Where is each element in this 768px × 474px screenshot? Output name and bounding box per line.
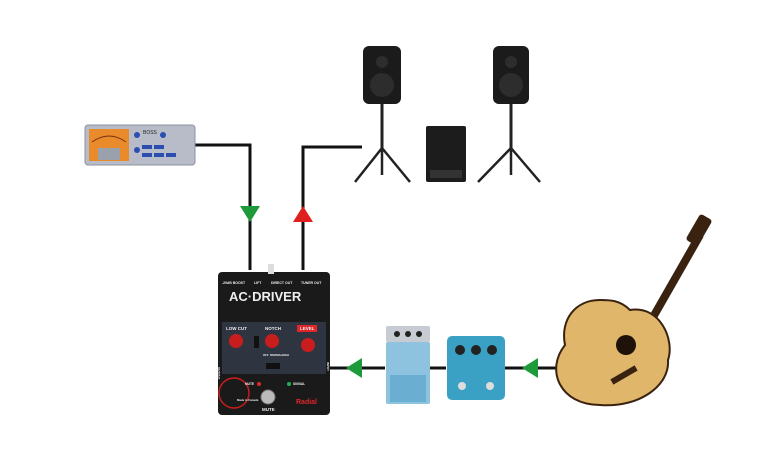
notch-switch-high: HIGH: [282, 353, 289, 357]
subwoofer: [426, 126, 466, 182]
input-side-label: INPUT: [326, 362, 330, 371]
notch-label: NOTCH: [265, 326, 281, 331]
low-cut-knob[interactable]: [229, 334, 243, 348]
notch-knob[interactable]: [265, 334, 279, 348]
low-cut-label: LOW CUT: [226, 326, 247, 331]
acoustic-12-string-guitar: [555, 214, 712, 407]
boss-pedal: [386, 326, 430, 404]
pa-speaker-left: [354, 46, 411, 183]
driver-input-arrow-icon: [346, 358, 362, 378]
tuner-brand: BOSS: [143, 130, 158, 136]
mute-led-label: MUTE: [245, 382, 254, 386]
jack-tuner-out-label: TUNER OUT: [301, 281, 322, 285]
ac-driver-di-box: -20dB BOOST LIFT DIRECT OUT TUNER OUT AC…: [217, 264, 330, 415]
pa-speaker-right: [477, 46, 541, 183]
radial-logo: Radial: [296, 399, 317, 406]
mute-footswitch-label: MUTE: [262, 407, 275, 412]
boss-tuner: BOSS: [84, 124, 196, 166]
pa-cable: [301, 145, 362, 270]
level-label: LEVEL: [300, 326, 315, 331]
direct-out-arrow-icon: [293, 206, 313, 222]
tuner-signal-arrow-icon: [240, 206, 260, 222]
ac-driver-title: AC·DRIVER: [229, 289, 302, 304]
notch-switch-off: OFF: [263, 353, 269, 357]
guitar-signal-arrow-icon: [522, 358, 538, 378]
jack-boost-label: -20dB BOOST: [222, 281, 246, 285]
jack-direct-out-label: DIRECT OUT: [271, 281, 293, 285]
mute-footswitch[interactable]: [260, 389, 276, 405]
tuner-cable: [195, 143, 252, 270]
blue-effects-pedal: [447, 336, 505, 400]
notch-switch-normal: NORMAL: [270, 353, 283, 357]
output-side-label: OUTPUT: [217, 367, 221, 380]
signal-led-label: SIGNAL: [293, 382, 305, 386]
made-in-label: Made in Canada: [237, 398, 259, 402]
jack-lift-label: LIFT: [254, 281, 262, 285]
level-knob[interactable]: [301, 338, 315, 352]
